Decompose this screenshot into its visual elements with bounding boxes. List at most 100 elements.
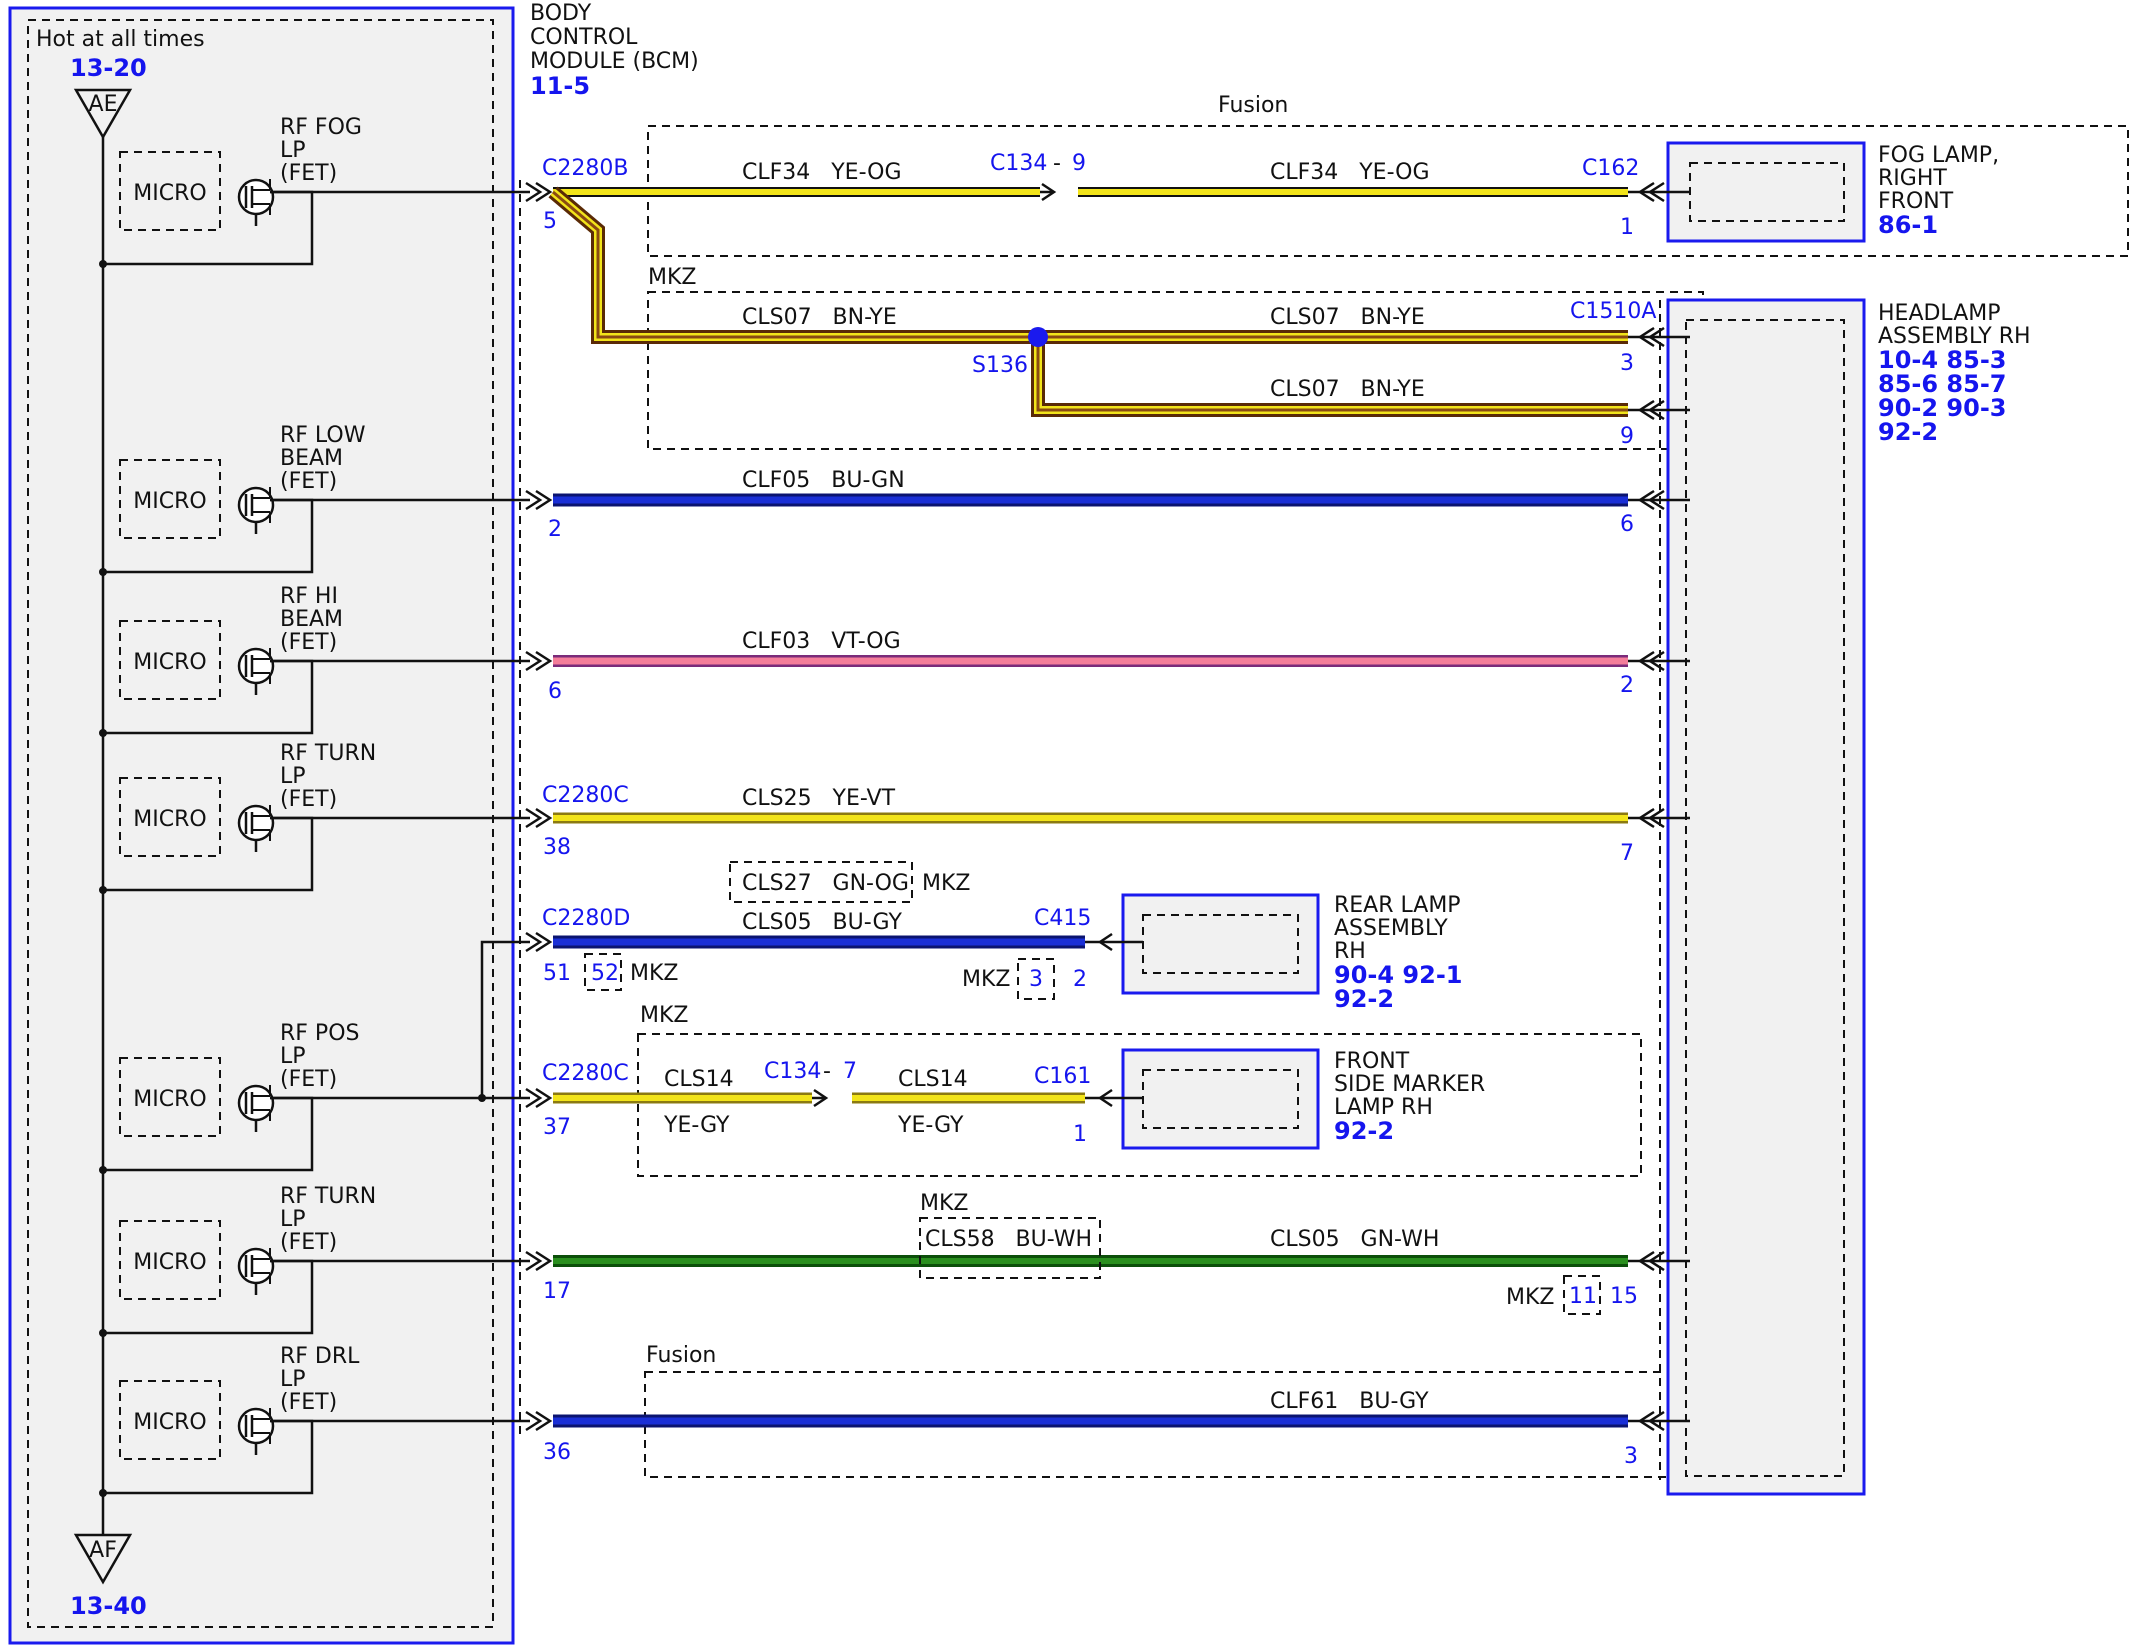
pin-9-c134: 9 (1072, 151, 1086, 176)
pin-37: 37 (543, 1115, 571, 1140)
pin-2-headlamp: 2 (1620, 673, 1634, 698)
wire-label-cls58: CLS58 BU-WH (925, 1227, 1092, 1252)
mkz-label-top: MKZ (648, 265, 696, 290)
pin-52: 52 (591, 961, 619, 986)
marker-name-3: LAMP RH (1334, 1095, 1433, 1120)
fet-name-line: BEAM (280, 446, 343, 471)
wire-label-clf61: CLF61 BU-GY (1270, 1389, 1429, 1414)
fet-name-line: LP (280, 138, 306, 163)
output-lines (270, 190, 530, 1423)
fet-name-line: LP (280, 1044, 306, 1069)
bcm-pin-arrow (525, 489, 543, 511)
headlamp-ref-2: 85-6 85-7 (1878, 370, 2006, 398)
hot-page-ref: 13-20 (70, 54, 147, 82)
fog-ref: 86-1 (1878, 211, 1938, 239)
micro-box (119, 1380, 221, 1460)
wire-label-clf34-a: CLF34 YE-OG (742, 160, 902, 185)
micro-box (119, 777, 221, 857)
pin-1-fog: 1 (1620, 215, 1634, 240)
connector-c1510a: C1510A (1570, 299, 1656, 324)
wire-label-cls07-a: CLS07 BN-YE (742, 305, 897, 330)
fog-name-3: FRONT (1878, 189, 1954, 214)
mkz-pin-52-label: MKZ (630, 961, 678, 986)
mkz-label-marker: MKZ (640, 1003, 688, 1028)
fet-name-line: RF HI (280, 584, 338, 609)
rear-ref-1: 90-4 92-1 (1334, 961, 1462, 989)
headlamp-inner (1685, 319, 1845, 1477)
fet-name-line: RF POS (280, 1021, 359, 1046)
fet-name-line: LP (280, 764, 306, 789)
connector-c2280c-a: C2280C (542, 783, 629, 808)
wire-label-clf05: CLF05 BU-GN (742, 468, 905, 493)
wire-label-clf34-b: CLF34 YE-OG (1270, 160, 1430, 185)
fet-name-line: (FET) (280, 161, 337, 186)
bcm-title-line1: BODY (530, 1, 592, 26)
component-pin-arrow (1637, 399, 1655, 421)
wire-label-cls14-color-a: YE-GY (663, 1113, 730, 1138)
bcm-pin-arrow (525, 1410, 543, 1432)
pin-3-drl: 3 (1624, 1444, 1638, 1469)
rear-name-1: REAR LAMP (1334, 893, 1461, 918)
rear-lamp-inner (1142, 914, 1299, 974)
pin-3-rear: 3 (1029, 967, 1043, 992)
wire-label-cls14-color-b: YE-GY (897, 1113, 964, 1138)
bcm-pin-arrow (525, 1250, 543, 1272)
micro-box (119, 1057, 221, 1137)
micro-label: MICRO (133, 181, 206, 206)
bcm-page-ref: 11-5 (530, 72, 590, 100)
fusion-label-bottom: Fusion (646, 1343, 716, 1368)
fet-transistor-icon (237, 178, 275, 216)
fet-transistor-icon (237, 1247, 275, 1285)
bcm-title: BODY CONTROL MODULE (BCM) 11-5 (530, 1, 699, 100)
splice-s136-label: S136 (972, 353, 1028, 378)
variant-boxes: Fusion MKZ MKZ Fusion (637, 93, 2129, 1478)
headlamp-ref-4: 92-2 (1878, 418, 1938, 446)
micro-label: MICRO (133, 650, 206, 675)
wire-label-cls14-a: CLS14 (664, 1067, 734, 1092)
connector-c161: C161 (1034, 1064, 1091, 1089)
bcm-pin-arrow (525, 931, 543, 953)
bcm-pin-arrow (525, 181, 543, 203)
connector-c415: C415 (1034, 906, 1091, 931)
pin-1-marker: 1 (1073, 1122, 1087, 1147)
connector-c162: C162 (1582, 156, 1639, 181)
pin-17: 17 (543, 1279, 571, 1304)
pin-51: 51 (543, 961, 571, 986)
pin-6-bcm: 6 (548, 679, 562, 704)
mkz-cls58-box (919, 1217, 1101, 1279)
mkz-pin-3-label: MKZ (962, 967, 1010, 992)
headlamp-assembly: HEADLAMP ASSEMBLY RH 10-4 85-3 85-6 85-7… (1659, 298, 2031, 1496)
wire-label-cls05-rear: CLS05 BU-GY (742, 910, 902, 935)
mkz-box-marker (637, 1033, 1642, 1177)
splice-s136-dot (1028, 327, 1048, 347)
marker-name-1: FRONT (1334, 1049, 1410, 1074)
component-pin-arrow (1637, 181, 1655, 203)
headlamp-ref-1: 10-4 85-3 (1878, 346, 2006, 374)
mkz-cls27-box (729, 861, 913, 903)
fet-transistor-icon (237, 804, 275, 842)
headlamp-name-1: HEADLAMP (1878, 301, 2001, 326)
bcm-pin-arrow (525, 807, 543, 829)
bcm-title-line2: CONTROL (530, 25, 638, 50)
micro-label: MICRO (133, 807, 206, 832)
fog-name-2: RIGHT (1878, 166, 1947, 191)
wire-label-cls27: CLS27 GN-OG (742, 871, 909, 896)
connector-c2280c-b: C2280C (542, 1061, 629, 1086)
fusion-label-top: Fusion (1218, 93, 1288, 118)
fet-name-line: (FET) (280, 1067, 337, 1092)
rear-name-3: RH (1334, 939, 1366, 964)
component-pin-arrow (1637, 650, 1655, 672)
pin-5: 5 (543, 209, 557, 234)
pin-11: 11 (1569, 1284, 1597, 1309)
marker-ref: 92-2 (1334, 1117, 1394, 1145)
connector-c134-mid: C134 (764, 1059, 821, 1084)
micro-label: MICRO (133, 489, 206, 514)
rear-name-2: ASSEMBLY (1334, 916, 1448, 941)
component-pin-arrow (1637, 1250, 1655, 1272)
mkz-pin-11-label: MKZ (1506, 1285, 1554, 1310)
pin-7-c134: 7 (843, 1059, 857, 1084)
